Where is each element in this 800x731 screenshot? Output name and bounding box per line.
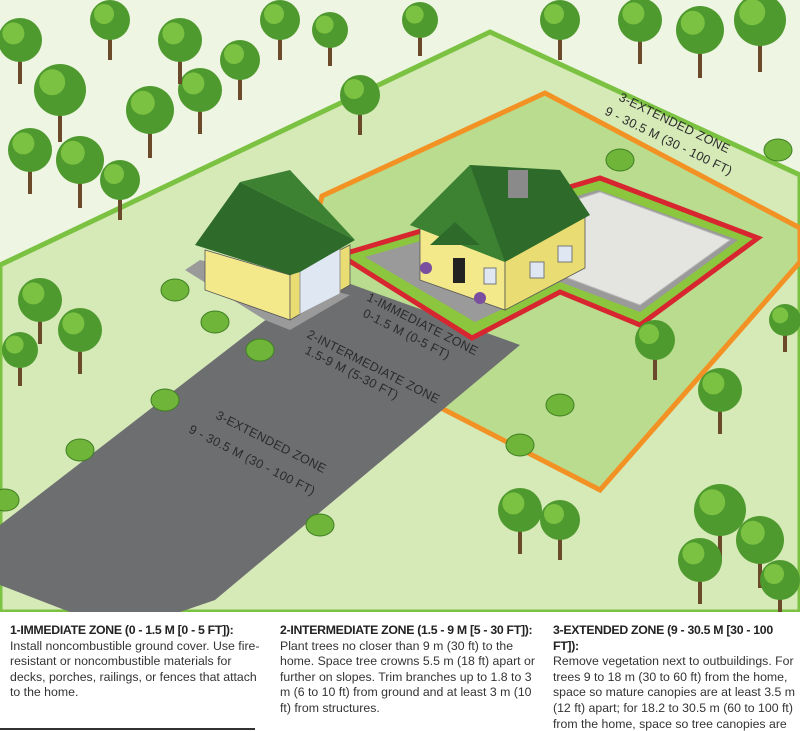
tree-highlight	[699, 489, 726, 516]
legend-title: 1-IMMEDIATE ZONE (0 - 1.5 M [0 - 5 FT]):	[10, 623, 234, 637]
tree-trunk	[418, 30, 422, 56]
tree-trunk	[558, 532, 562, 560]
legend-text: Plant trees no closer than 9 m (30 ft) t…	[280, 638, 535, 715]
tree-trunk	[278, 32, 282, 60]
legend-title: 3-EXTENDED ZONE (9 - 30.5 M [30 - 100 FT…	[553, 623, 773, 653]
tree-trunk	[198, 103, 202, 134]
tree-trunk	[58, 105, 62, 142]
tree-trunk	[18, 360, 22, 386]
tree-highlight	[739, 0, 766, 26]
trees-and-shrubs	[0, 0, 800, 612]
tree-highlight	[2, 22, 25, 45]
tree-highlight	[39, 69, 66, 96]
tree-highlight	[702, 372, 725, 395]
garage	[195, 170, 355, 321]
tree-trunk	[698, 573, 702, 604]
tree-highlight	[162, 22, 185, 45]
shrub-icon	[763, 138, 793, 162]
shrub-icon	[65, 438, 95, 462]
tree-highlight	[22, 282, 45, 305]
tree-highlight	[60, 140, 85, 165]
tree-highlight	[622, 2, 645, 25]
tree-trunk	[758, 554, 762, 588]
chimney	[508, 170, 528, 198]
tree-highlight	[264, 4, 284, 24]
legend-title: 2-INTERMEDIATE ZONE (1.5 - 9 M [5 - 30 F…	[280, 623, 533, 637]
tree-trunk	[778, 592, 782, 612]
tree-trunk	[758, 35, 762, 72]
shrub-icon	[150, 388, 180, 412]
shrub-icon	[160, 278, 190, 302]
tree-highlight	[12, 132, 35, 155]
shrub-icon	[505, 433, 535, 457]
tree-trunk	[698, 44, 702, 78]
shrub-icon	[200, 310, 230, 334]
shrub-icon	[545, 393, 575, 417]
tree-trunk	[78, 343, 82, 374]
tree-trunk	[358, 107, 362, 135]
house	[410, 165, 590, 311]
tree-highlight	[680, 10, 705, 35]
tree-highlight	[224, 44, 244, 64]
legend-extended-zone: 3-EXTENDED ZONE (9 - 30.5 M [30 - 100 FT…	[553, 623, 798, 731]
tree-trunk	[28, 163, 32, 194]
tree-highlight	[764, 564, 784, 584]
shrub-icon	[0, 488, 20, 512]
tree-trunk	[718, 525, 722, 562]
front-door	[453, 258, 465, 283]
tree-trunk	[148, 124, 152, 158]
tree-highlight	[5, 335, 24, 354]
tree-trunk	[178, 53, 182, 84]
legend-intermediate-zone: 2-INTERMEDIATE ZONE (1.5 - 9 M [5 - 30 F…	[280, 623, 540, 717]
tree-trunk	[238, 72, 242, 100]
tree-highlight	[405, 5, 424, 24]
tree-trunk	[558, 32, 562, 60]
tree-highlight	[182, 72, 205, 95]
legend-immediate-zone: 1-IMMEDIATE ZONE (0 - 1.5 M [0 - 5 FT]):…	[10, 623, 270, 701]
tree-highlight	[94, 4, 114, 24]
tree-highlight	[682, 542, 705, 565]
tree-trunk	[118, 192, 122, 220]
legend-text: Install noncombustible ground cover. Use…	[10, 638, 260, 700]
tree-trunk	[638, 33, 642, 64]
tree-trunk	[518, 523, 522, 554]
tree-trunk	[718, 403, 722, 434]
tree-trunk	[18, 53, 22, 84]
tree-trunk	[328, 40, 332, 66]
tree-highlight	[130, 90, 155, 115]
tree-highlight	[544, 504, 564, 524]
divider	[0, 728, 255, 730]
shrub-icon	[605, 148, 635, 172]
shrub-icon	[305, 513, 335, 537]
tree-trunk	[38, 313, 42, 344]
tree-highlight	[344, 79, 364, 99]
driveway	[0, 282, 520, 612]
shrub-icon	[245, 338, 275, 362]
tree-highlight	[315, 15, 334, 34]
legend-text: Remove vegetation next to outbuildings. …	[553, 654, 795, 731]
tree-highlight	[104, 164, 124, 184]
tree-highlight	[740, 520, 765, 545]
tree-highlight	[544, 4, 564, 24]
tree-highlight	[502, 492, 525, 515]
tree-highlight	[772, 307, 789, 324]
tree-trunk	[783, 329, 787, 352]
tree-trunk	[653, 352, 657, 380]
tree-highlight	[62, 312, 85, 335]
tree-trunk	[78, 174, 82, 208]
tree-trunk	[108, 32, 112, 60]
property-illustration: 3-EXTENDED ZONE 9 - 30.5 M (30 - 100 FT)…	[0, 0, 800, 612]
tree-highlight	[639, 324, 659, 344]
